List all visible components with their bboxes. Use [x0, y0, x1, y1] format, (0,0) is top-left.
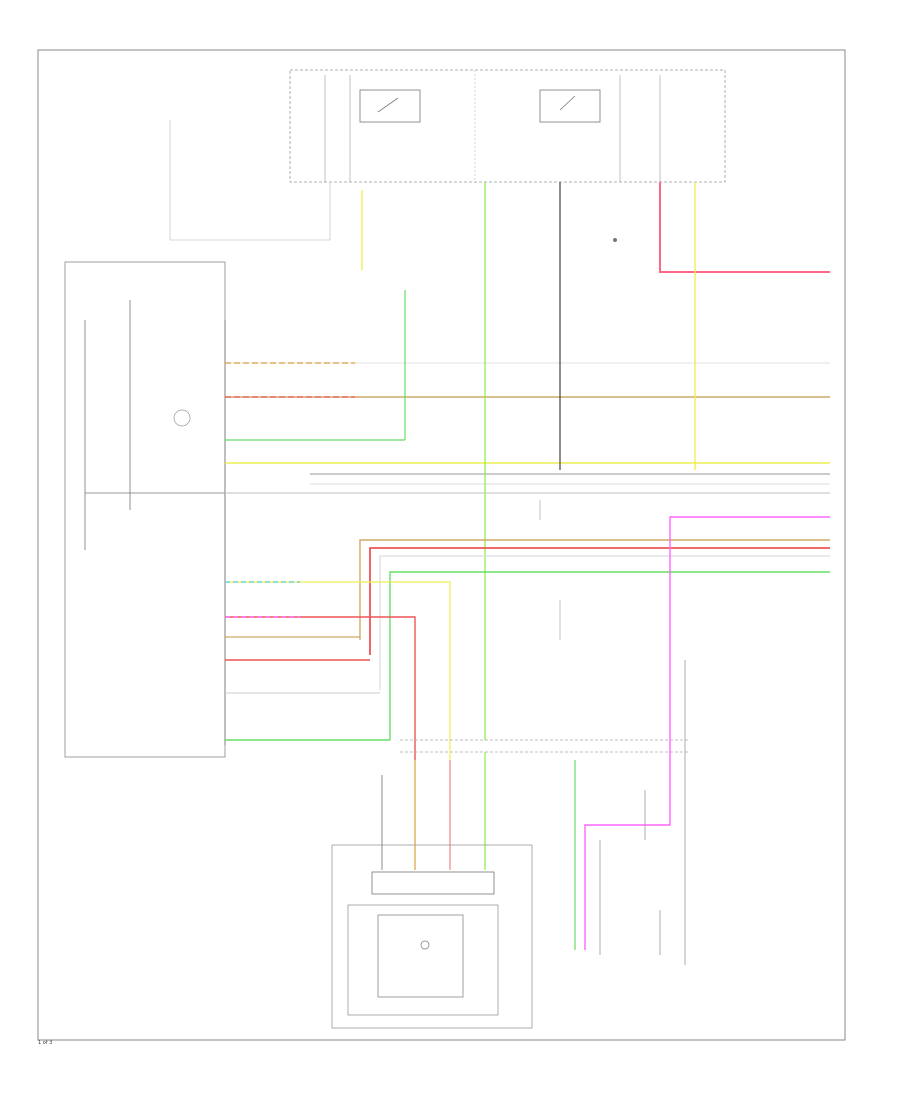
seat-switch-module: [64, 261, 226, 758]
wire-bundle-white: [379, 555, 830, 690]
wire-yellow-lower: [225, 581, 451, 760]
diagram-border: [37, 49, 846, 1041]
wire-bundle-tan: [359, 539, 830, 640]
page-code: 1 of 3: [38, 1040, 53, 1046]
wire-red-lower: [225, 616, 416, 760]
wire-magenta-right: [669, 516, 830, 730]
module-indicator: [173, 409, 191, 427]
motor-inner: [377, 914, 464, 998]
relay-right-switch: [559, 95, 576, 111]
ground-point: [613, 238, 617, 242]
motor-symbol: [420, 940, 430, 950]
wire-bundle-red: [369, 547, 830, 655]
fuse-relay-box: [289, 69, 726, 183]
relay-right: [539, 89, 601, 123]
wire-bundle-green: [389, 571, 830, 740]
wire-pink-top: [659, 182, 830, 273]
seat-motor-assembly: [331, 844, 533, 1029]
relay-left: [359, 89, 421, 123]
ground-wire-magenta: [584, 730, 671, 950]
motor-housing: [347, 904, 499, 1016]
relay-left-switch: [377, 97, 399, 113]
ignition-feed-wire: [169, 120, 331, 241]
motor-control-block: [371, 871, 495, 895]
